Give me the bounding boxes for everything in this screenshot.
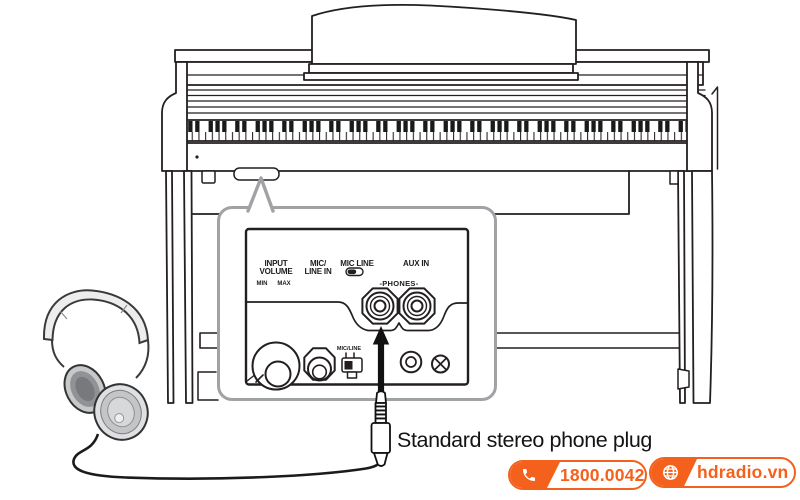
phone-icon-segment [510,462,560,488]
music-rest [303,4,579,81]
stereo-phone-plug [370,390,391,467]
globe-icon-segment [651,459,697,486]
label-line: VOLUME [259,267,293,277]
mic-line-switch-label: MIC/LINE [336,345,362,352]
connector-panel-callout [217,206,497,401]
headphone-band [42,289,150,345]
headphone-earcup-right [93,383,149,441]
hotline-number: 1800.0042 [560,464,645,485]
phone-icon [523,469,535,481]
phones-label: -PHONES- [379,278,419,288]
aux-in-label: AUX IN [403,259,429,268]
plug-caption: Standard stereo phone plug [397,428,652,452]
headphone-cable [72,433,383,480]
connector-bay [233,167,280,181]
label-line: LINE IN [304,267,332,277]
mic-line-label: MIC LINE [340,259,374,268]
mic-line-in-label: MIC/ LINE IN [304,258,332,277]
label-line: MIC/ [309,258,327,268]
website-badge[interactable]: hdradio.vn [649,457,796,488]
label-line: INPUT [264,258,288,268]
input-volume-label: INPUT VOLUME [259,258,293,277]
keyboard [182,119,706,142]
min-label: MIN [256,281,268,287]
website-url: hdradio.vn [697,462,789,482]
hotline-badge[interactable]: 1800.0042 [508,460,647,490]
headphone-earcup-left [63,364,107,414]
max-label: MAX [277,281,291,287]
globe-icon [663,465,678,480]
